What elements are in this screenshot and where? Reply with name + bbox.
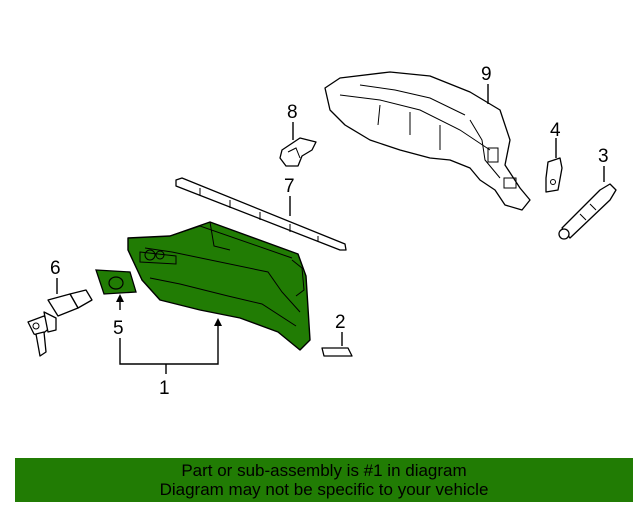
part-7-rail[interactable] xyxy=(175,177,347,251)
part-3-damper[interactable] xyxy=(558,183,617,240)
part-5-bezel[interactable] xyxy=(95,269,137,295)
callout-7: 7 xyxy=(284,176,295,197)
callout-1: 1 xyxy=(159,378,170,399)
callout-4: 4 xyxy=(550,120,561,141)
part-6-lock-keys[interactable] xyxy=(27,289,93,357)
callout-9: 9 xyxy=(481,64,492,85)
leader-lines xyxy=(56,84,605,374)
part-1-glove-box[interactable] xyxy=(127,221,311,351)
part-8-clip[interactable] xyxy=(279,137,317,167)
part-4-bracket[interactable] xyxy=(545,157,563,193)
banner-line-2: Diagram may not be specific to your vehi… xyxy=(159,480,489,499)
callout-2: 2 xyxy=(335,312,346,333)
parts-diagram: 9 8 7 4 3 2 6 5 1 xyxy=(27,64,617,399)
callout-5: 5 xyxy=(113,318,124,339)
info-banner: Part or sub-assembly is #1 in diagram Di… xyxy=(15,458,633,502)
part-2-pad[interactable] xyxy=(321,347,353,357)
callout-6: 6 xyxy=(50,258,61,279)
banner-line-1: Part or sub-assembly is #1 in diagram xyxy=(181,461,467,480)
part-9-dash-bracket[interactable] xyxy=(324,71,531,211)
callout-3: 3 xyxy=(598,146,609,167)
callout-8: 8 xyxy=(287,102,298,123)
